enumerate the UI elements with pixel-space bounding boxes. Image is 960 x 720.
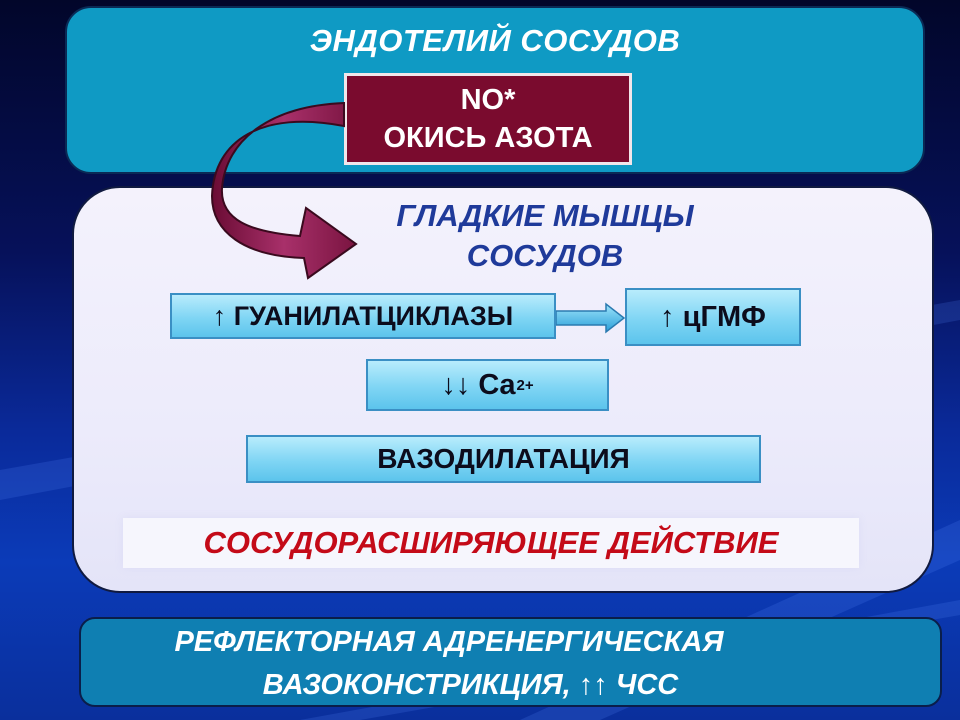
vasodilation-box: ВАЗОДИЛАТАЦИЯ (246, 435, 761, 483)
nitric-oxide-formula: NO* (460, 84, 516, 116)
right-arrow-icon (555, 302, 626, 334)
cgmp-label: ↑ цГМФ (660, 300, 766, 333)
smooth-muscle-title: ГЛАДКИЕ МЫШЦЫ СОСУДОВ (0, 196, 960, 276)
reflex-line2: ВАЗОКОНСТРИКЦИЯ, ↑↑ ЧСС (262, 669, 679, 701)
endothelium-title: ЭНДОТЕЛИЙ СОСУДОВ (309, 23, 681, 58)
smooth-muscle-title-line1: ГЛАДКИЕ МЫШЦЫ (396, 198, 694, 233)
vasodilating-effect-text: СОСУДОРАСШИРЯЮЩЕЕ ДЕЙСТВИЕ (203, 525, 779, 560)
curved-arrow-icon (210, 101, 358, 280)
smooth-muscle-title-line2: СОСУДОВ (466, 238, 624, 273)
cgmp-box: ↑ цГМФ (625, 288, 801, 346)
guanylate-cyclase-box: ↑ ГУАНИЛАТЦИКЛАЗЫ (170, 293, 556, 339)
calcium-label: ↓↓ Ca (441, 368, 516, 401)
calcium-superscript: 2+ (516, 376, 534, 394)
reflex-line1: РЕФЛЕКТОРНАЯ АДРЕНЕРГИЧЕСКАЯ (174, 626, 724, 658)
nitric-oxide-label: ОКИСЬ АЗОТА (383, 122, 593, 154)
reflex-text: РЕФЛЕКТОРНАЯ АДРЕНЕРГИЧЕСКАЯ ВАЗОКОНСТРИ… (79, 621, 942, 707)
reflex-panel (79, 617, 942, 707)
vasodilating-effect-banner: СОСУДОРАСШИРЯЮЩЕЕ ДЕЙСТВИЕ (123, 518, 859, 568)
nitric-oxide-box: NO* ОКИСЬ АЗОТА (344, 73, 632, 165)
guanylate-cyclase-label: ↑ ГУАНИЛАТЦИКЛАЗЫ (212, 300, 514, 331)
vasodilation-label: ВАЗОДИЛАТАЦИЯ (377, 443, 630, 474)
